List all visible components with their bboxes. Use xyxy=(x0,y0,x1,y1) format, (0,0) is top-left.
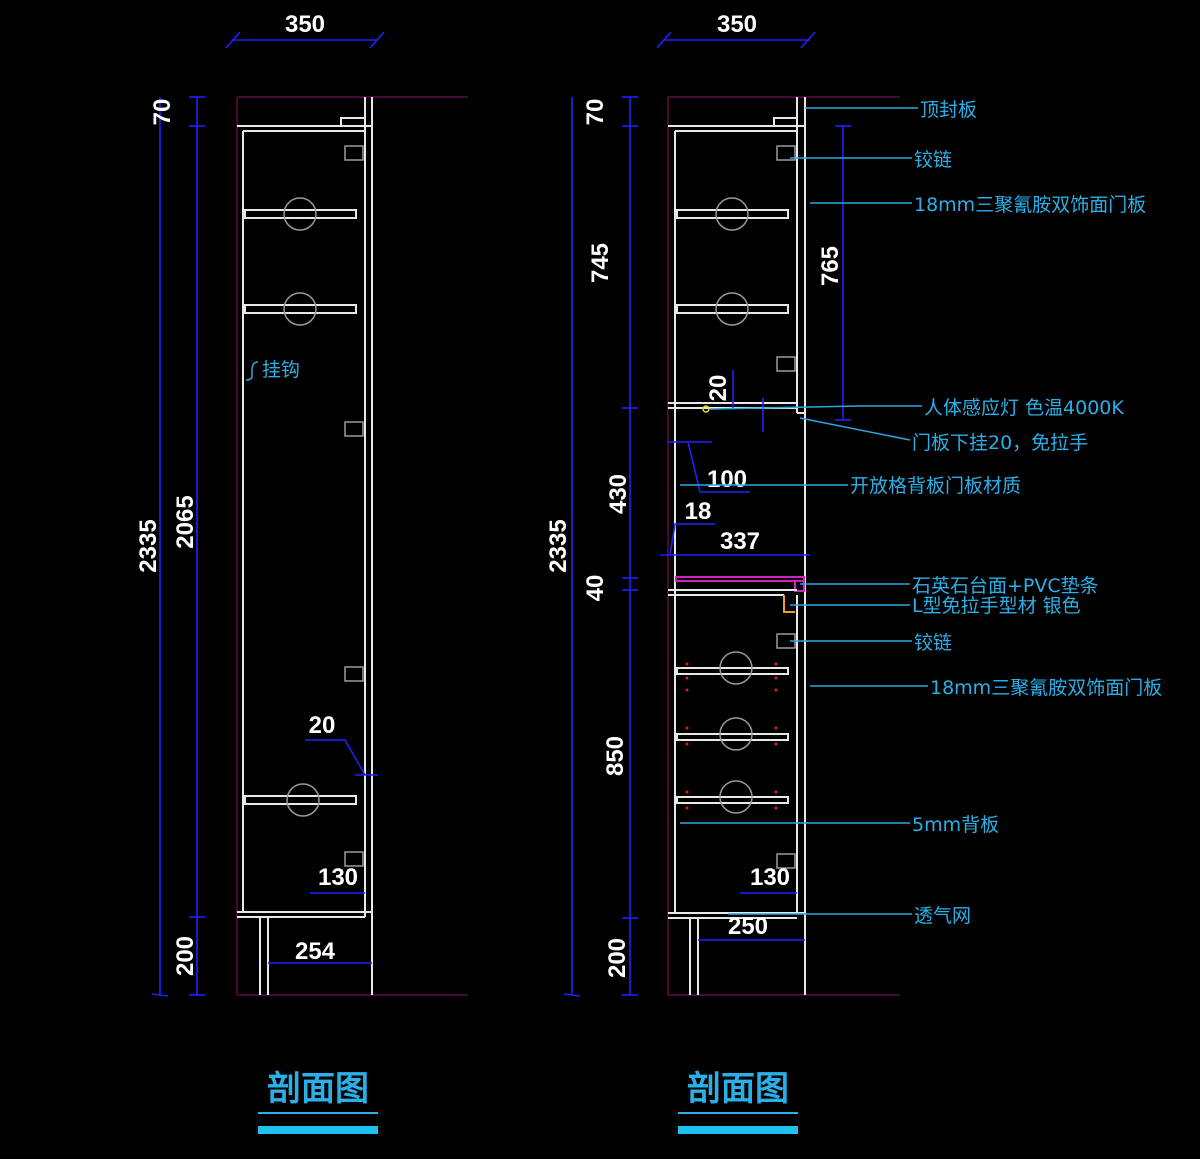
dim-body-height: 2065 xyxy=(172,495,199,548)
label-hinge-lower: 铰链 xyxy=(914,632,952,654)
title-underline xyxy=(678,1126,798,1134)
label-back-panel: 5mm背板 xyxy=(912,814,999,836)
label-hinge: 铰链 xyxy=(914,149,952,171)
dim-lower-cabinet: 850 xyxy=(602,736,629,776)
dim-width: 350 xyxy=(285,11,325,38)
label-door-panel-lower: 18mm三聚氰胺双饰面门板 xyxy=(930,677,1162,699)
dim-plinth: 200 xyxy=(604,938,631,978)
hinge-icon xyxy=(776,853,796,869)
dim-130: 130 xyxy=(318,864,358,891)
label-l-profile: L型免拉手型材 银色 xyxy=(912,595,1081,617)
label-open-shelf-back: 开放格背板门板材质 xyxy=(850,475,1021,497)
label-top-cap: 顶封板 xyxy=(920,99,977,121)
right-section-view: 350 70 745 430 2335 40 850 200 765 20 10… xyxy=(545,11,1162,1134)
hinge-icon xyxy=(344,666,364,682)
dim-upper-cabinet: 745 xyxy=(587,243,614,283)
label-sensor-light: 人体感应灯 色温4000K xyxy=(924,397,1124,419)
label-countertop: 石英石台面+PVC垫条 xyxy=(912,575,1099,597)
right-view-title: 剖面图 xyxy=(687,1069,789,1109)
hinge-icon xyxy=(344,851,364,867)
hook-icon xyxy=(245,361,259,381)
dim-top: 70 xyxy=(582,99,609,126)
dim-plinth: 200 xyxy=(172,936,199,976)
sensor-light xyxy=(702,405,710,413)
dim-door: 765 xyxy=(817,246,844,286)
dim-18: 18 xyxy=(685,498,712,525)
l-profile-handle xyxy=(783,595,795,613)
dim-total-height: 2335 xyxy=(545,519,572,572)
dim-337: 337 xyxy=(720,528,760,555)
label-door-panel: 18mm三聚氰胺双饰面门板 xyxy=(914,194,1146,216)
hinge-icon xyxy=(776,356,796,372)
left-section-view: 350 70 2335 2065 200 20 130 254 挂钩 剖面图 xyxy=(135,11,468,1134)
dim-250: 250 xyxy=(728,913,768,940)
dim-20: 20 xyxy=(309,712,336,739)
dim-20: 20 xyxy=(705,375,732,402)
hinge-icon xyxy=(344,145,364,161)
dim-total-height: 2335 xyxy=(135,519,162,572)
dim-width: 350 xyxy=(717,11,757,38)
dim-top: 70 xyxy=(149,99,176,126)
dim-130: 130 xyxy=(750,864,790,891)
hook-label: 挂钩 xyxy=(262,359,300,381)
title-underline xyxy=(258,1126,378,1134)
dim-100: 100 xyxy=(707,466,747,493)
dim-254: 254 xyxy=(295,938,336,965)
hinge-icon xyxy=(344,421,364,437)
quartz-countertop xyxy=(675,576,805,582)
left-view-title: 剖面图 xyxy=(267,1069,369,1109)
label-vent: 透气网 xyxy=(914,905,971,927)
label-door-overhang: 门板下挂20，免拉手 xyxy=(912,432,1088,454)
dim-open-shelf: 430 xyxy=(605,474,632,514)
hinge-icon xyxy=(776,145,796,161)
dim-countertop: 40 xyxy=(582,575,609,602)
